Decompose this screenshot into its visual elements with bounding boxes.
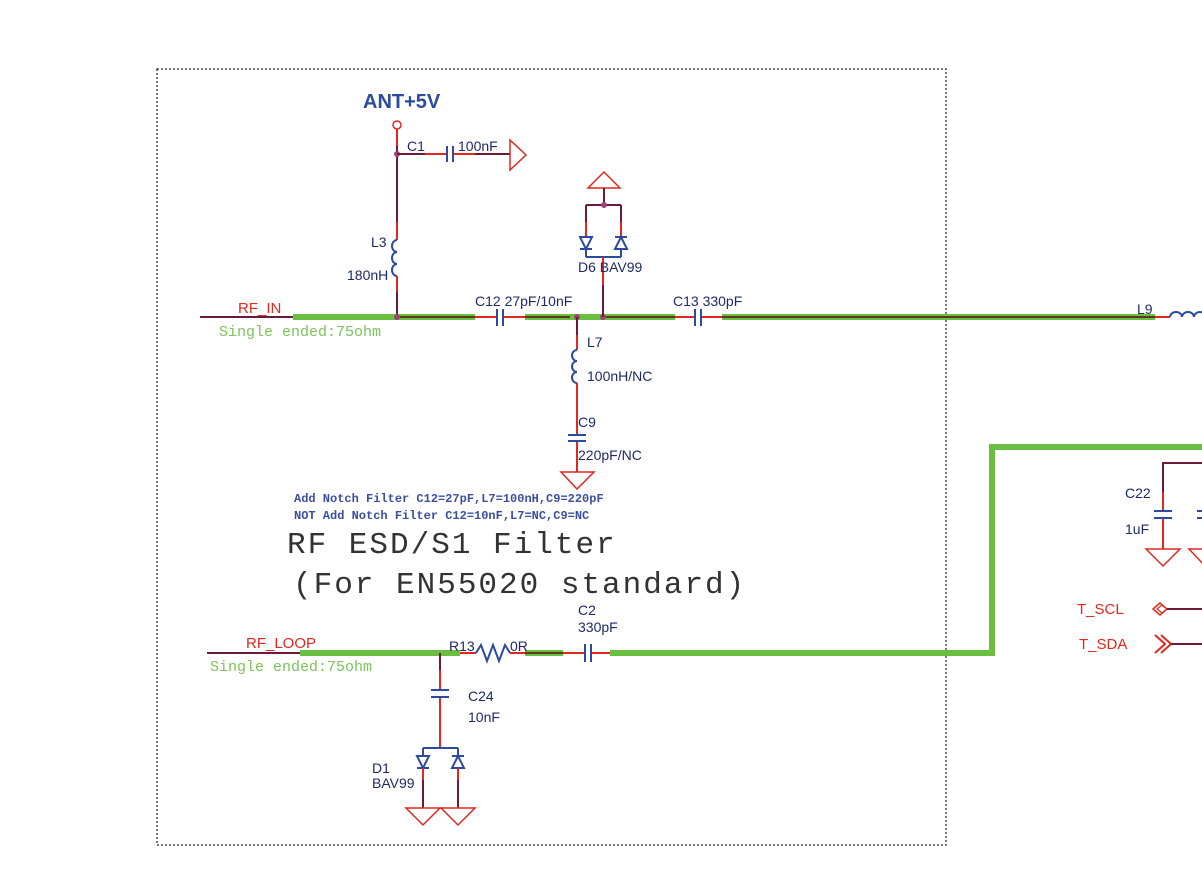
ground-icon (404, 807, 442, 827)
ground-icon (1187, 548, 1202, 564)
c1-value: 100nF (458, 138, 498, 154)
power-port (392, 120, 402, 130)
block-title: RF ESD/S1 Filter (287, 528, 617, 563)
capacitor-c22 (1144, 462, 1202, 568)
l7-value: 100nH/NC (587, 368, 652, 384)
bidirectional-port-icon (1151, 602, 1202, 616)
notch-branch (559, 317, 596, 491)
impedance-note-rf-loop: Single ended:75ohm (210, 659, 372, 676)
net-label-t-scl: T_SCL (1077, 601, 1124, 618)
net-label-rf-loop: RF_LOOP (246, 635, 316, 652)
d1-value: BAV99 (372, 775, 415, 791)
c12-label: C12 27pF/10nF (475, 293, 572, 309)
ground-icon (559, 471, 596, 491)
note-not-add-notch: NOT Add Notch Filter C12=10nF,L7=NC,C9=N… (294, 509, 589, 523)
inductor-l3 (391, 239, 398, 277)
d1-ref: D1 (372, 760, 390, 776)
ground-icon (586, 170, 622, 189)
r13-ref: R13 (449, 638, 475, 654)
l3-value: 180nH (347, 267, 388, 283)
net-label-t-sda: T_SDA (1079, 636, 1127, 653)
c9-ref: C9 (578, 414, 596, 430)
power-label-ant5v: ANT+5V (363, 91, 441, 113)
note-add-notch: Add Notch Filter C12=27pF,L7=100nH,C9=22… (294, 492, 604, 506)
c1-ref: C1 (407, 138, 425, 154)
ground-icon (509, 138, 528, 172)
l3-branch (391, 129, 398, 317)
l7-ref: L7 (587, 334, 603, 350)
diode-d6 (578, 170, 629, 317)
resistor-r13 (475, 642, 511, 664)
net-label-rf-in: RF_IN (238, 300, 281, 317)
c24-d1-branch (404, 653, 477, 827)
inductor-l7 (571, 349, 578, 384)
c24-ref: C24 (468, 688, 494, 704)
rf-loop-trace (207, 444, 1202, 664)
capacitor-c1 (397, 138, 528, 172)
c24-value: 10nF (468, 709, 500, 725)
impedance-note-rf-in: Single ended:75ohm (219, 324, 381, 341)
c22-ref: C22 (1125, 485, 1151, 501)
c2-ref: C2 (578, 602, 596, 618)
d6-label: D6 BAV99 (578, 259, 643, 275)
c9-value: 220pF/NC (578, 447, 642, 463)
block-subtitle: (For EN55020 standard) (293, 568, 746, 603)
inductor-l9 (1169, 311, 1202, 318)
ground-icon (1144, 548, 1182, 568)
l3-ref: L3 (371, 234, 387, 250)
c13-label: C13 330pF (673, 293, 742, 309)
ground-icon (439, 807, 477, 827)
c22-value: 1uF (1125, 521, 1149, 537)
c2-value: 330pF (578, 619, 618, 635)
r13-value: 0R (510, 638, 528, 654)
block-border (156, 68, 947, 846)
l9-ref: L9 (1137, 301, 1153, 317)
input-port-icon (1154, 634, 1202, 654)
